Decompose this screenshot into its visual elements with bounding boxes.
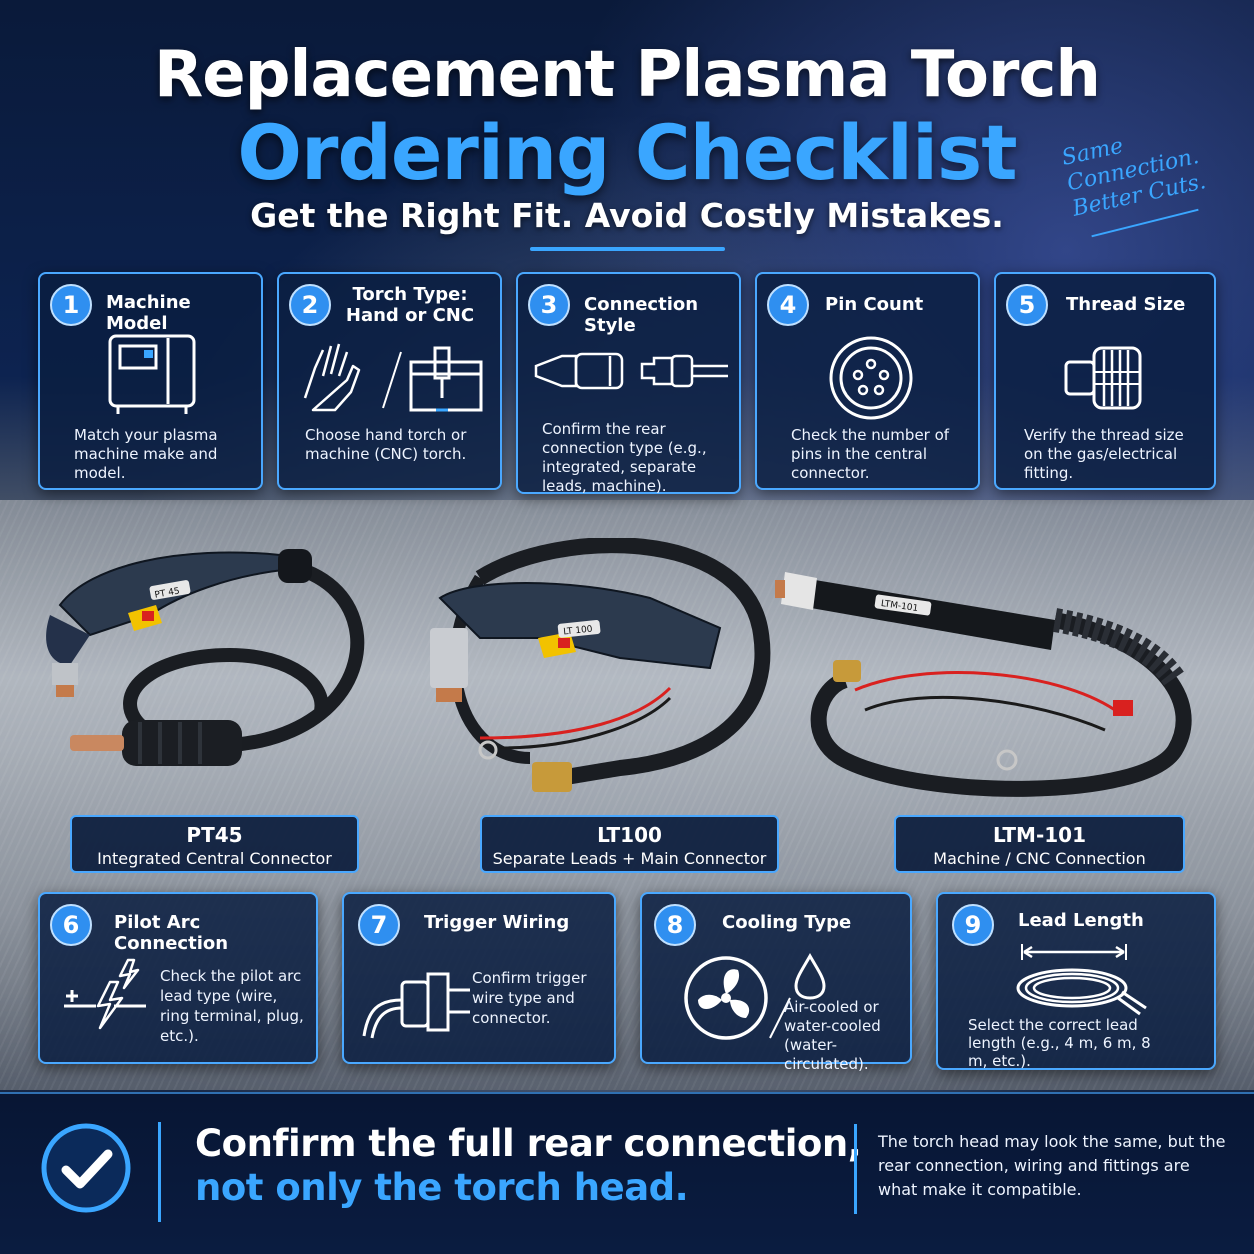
step-card-pin-count: 4 Pin Count Check the number of pins in … [755, 272, 980, 490]
step-description: Select the correct lead length (e.g., 4 … [968, 1016, 1151, 1070]
step-description: Check the pilot arc lead type (wire, rin… [160, 967, 304, 1045]
step-card-lead-length: 9 Lead Length Select the correct lead le… [936, 892, 1216, 1070]
footer-divider [854, 1124, 857, 1214]
hand-and-cnc-icon [303, 343, 483, 412]
step-title: Trigger Wiring [424, 912, 570, 933]
step-title: Connection Style [584, 294, 699, 336]
title-underline [530, 247, 725, 251]
step-number-badge: 7 [358, 904, 400, 946]
page-title: Replacement Plasma Torch [154, 38, 1101, 112]
step-description: Choose hand torch or machine (CNC) torch… [305, 426, 467, 463]
coiled-lead-icon [1016, 944, 1147, 1016]
step-title: Cooling Type [722, 912, 852, 933]
step-description: Air-cooled or water-cooled (water-circul… [784, 998, 881, 1073]
torch-connection-type: Separate Leads + Main Connector [492, 849, 767, 868]
step-number-badge: 9 [952, 904, 994, 946]
step-card-cooling-type: 8 Cooling Type Air-cooled or water-coole… [640, 892, 912, 1073]
footer-banner: Confirm the full rear connection, not on… [0, 1092, 1254, 1254]
page-title-highlight: Ordering Checklist [237, 108, 1017, 197]
torch-model-name: PT45 [186, 823, 243, 847]
footer-divider [158, 1122, 161, 1222]
step-description: Verify the thread size on the gas/electr… [1024, 426, 1184, 482]
step-description: Confirm the rear connection type (e.g., … [542, 420, 707, 495]
torch-model-name: LT100 [597, 823, 662, 847]
torch-label-lt100: LT100 Separate Leads + Main Connector [480, 815, 779, 873]
pin-connector-icon [829, 336, 913, 420]
step-description: Confirm trigger wire type and connector. [472, 969, 587, 1027]
step-number-badge: 3 [528, 284, 570, 326]
torch-lt100-image: LT 100 [430, 538, 771, 792]
step-card-pilot-arc: 6 Pilot Arc Connection Check the pilot a… [38, 892, 318, 1064]
fan-and-droplet-icon [684, 952, 826, 1040]
pilot-arc-icon [64, 958, 146, 1030]
footer-headline-highlight: not only the torch head. [195, 1166, 689, 1209]
step-card-torch-type: 2 Torch Type: Hand or CNC Choose hand to… [277, 272, 502, 490]
step-number-badge: 5 [1006, 284, 1048, 326]
step-card-machine-model: 1 Machine Model Match your plasma machin… [38, 272, 263, 490]
step-title: Machine Model [106, 292, 191, 334]
step-title: Lead Length [1018, 910, 1144, 931]
step-card-connection-style: 3 Connection Style Confirm the rear conn… [516, 272, 741, 495]
step-description: Check the number of pins in the central … [791, 426, 950, 482]
torch-pt45-image: PT 45 [46, 549, 365, 766]
torch-body-label: LT 100 [563, 624, 593, 637]
step-title: Torch Type: Hand or CNC [345, 284, 475, 326]
step-number-badge: 1 [50, 284, 92, 326]
step-number-badge: 4 [767, 284, 809, 326]
step-card-thread-size: 5 Thread Size Verify the thread size on … [994, 272, 1216, 490]
step-description: Match your plasma machine make and model… [74, 426, 218, 482]
torch-connection-type: Integrated Central Connector [97, 849, 332, 868]
torch-label-ltm101: LTM-101 Machine / CNC Connection [894, 815, 1185, 873]
torch-body-label: PT 45 [154, 586, 181, 600]
step-number-badge: 2 [289, 284, 331, 326]
step-title: Pilot Arc Connection [114, 912, 229, 954]
step-card-trigger-wiring: 7 Trigger Wiring Confirm trigger wire ty… [342, 892, 616, 1064]
torch-ltm101-image: LTM-101 [775, 572, 1192, 797]
footer-headline: Confirm the full rear connection, [195, 1122, 862, 1165]
step-number-badge: 8 [654, 904, 696, 946]
torch-label-pt45: PT45 Integrated Central Connector [70, 815, 359, 873]
checkmark-icon [41, 1123, 131, 1213]
page-subtitle: Get the Right Fit. Avoid Costly Mistakes… [250, 196, 1004, 235]
step-title: Pin Count [825, 294, 924, 315]
footer-note: The torch head may look the same, but th… [878, 1132, 1226, 1199]
trigger-plug-icon [362, 972, 470, 1039]
torch-model-name: LTM-101 [992, 823, 1087, 847]
step-title: Thread Size [1066, 294, 1186, 315]
thread-fitting-icon [1064, 346, 1142, 410]
torch-connection-type: Machine / CNC Connection [933, 849, 1146, 868]
step-number-badge: 6 [50, 904, 92, 946]
plasma-machine-icon [108, 334, 196, 414]
connector-icon [534, 352, 728, 390]
